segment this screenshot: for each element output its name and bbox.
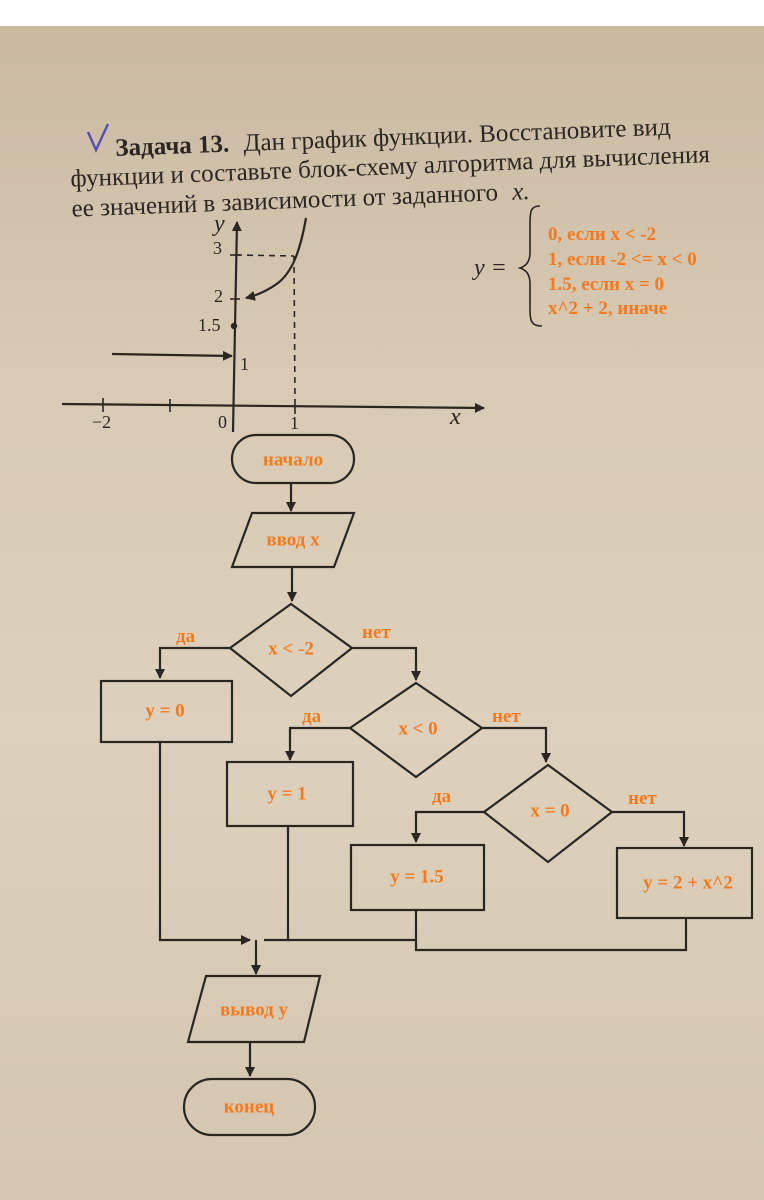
decision-3-yes: да: [432, 786, 452, 807]
decision-3-label: x = 0: [530, 800, 569, 821]
assign-block-3: [349, 843, 486, 912]
problem-title: Задача 13.: [115, 131, 230, 162]
decision-3-no: нет: [628, 788, 657, 809]
start-label: начало: [263, 449, 323, 470]
graph-branch-y1: [111, 350, 233, 361]
formula-lhs: y =: [472, 255, 507, 281]
end-label: конец: [224, 1096, 275, 1117]
check-mark-icon: [86, 123, 110, 153]
output-block: [186, 974, 322, 1044]
x-tick-minus2: −2: [92, 412, 111, 432]
assign-block-4: [615, 846, 754, 920]
arrow-d2-yes: [285, 726, 350, 761]
dashed-line-x1: [293, 255, 296, 403]
x-axis-label: x: [449, 404, 461, 430]
merge-line-1: [158, 742, 251, 945]
formula-case-3: 1.5, если x = 0: [548, 274, 664, 295]
x-tick-0: 0: [218, 412, 227, 432]
y-tick-1: 1: [240, 354, 249, 374]
decision-2: [348, 681, 484, 779]
problem-var-x: x.: [511, 178, 530, 206]
merge-line-2: [264, 826, 290, 942]
formula-case-2: 1, если -2 <= x < 0: [548, 249, 697, 270]
piecewise-formula: y = 0, если x < -2 1, если -2 <= x < 0 1…: [472, 205, 697, 327]
end-terminator: [182, 1077, 317, 1137]
flowchart: начало ввод x x < -2 да нет y = 0 x < 0 …: [99, 433, 754, 1137]
output-label: вывод y: [220, 999, 289, 1020]
arrow-d1-yes: [155, 646, 230, 679]
y-tick-1-5: 1.5: [198, 315, 221, 335]
graph-point-1-5: [230, 322, 238, 330]
decision-3: [482, 763, 614, 864]
decision-2-label: x < 0: [398, 718, 437, 739]
arrow-d3-no: [612, 810, 689, 847]
problem-statement: Задача 13. Дан график функции. Восстанов…: [70, 114, 711, 223]
arrow-d2-no: [482, 726, 551, 763]
arrow-d1-no: [352, 646, 421, 681]
assign-4-label: y = 2 + x^2: [643, 872, 733, 893]
merge-line-4: [414, 918, 688, 952]
formula-case-4: x^2 + 2, иначе: [548, 298, 667, 319]
assign-3-label: y = 1.5: [390, 866, 444, 887]
decision-1-no: нет: [362, 622, 391, 643]
dashed-line-y3: [235, 254, 295, 257]
arrow-d3-yes: [411, 810, 484, 843]
assign-1-label: y = 0: [145, 700, 184, 721]
function-graph: y x 3 2 1.5 1 −2 0 1: [61, 211, 485, 433]
y-tick-3: 3: [213, 238, 222, 258]
assign-block-2: [225, 760, 355, 828]
graph-branch-parabola: [245, 217, 308, 301]
decision-2-yes: да: [302, 706, 322, 727]
merge-line-3: [288, 910, 418, 942]
decision-1-yes: да: [176, 626, 196, 647]
decision-1-label: x < -2: [268, 638, 314, 659]
textbook-page: [0, 26, 764, 1200]
input-block: [230, 511, 356, 569]
y-tick-2: 2: [214, 286, 223, 306]
x-tick-1: 1: [290, 413, 299, 433]
start-terminator: [230, 433, 356, 485]
assign-2-label: y = 1: [267, 783, 306, 804]
formula-brace: [517, 205, 543, 327]
decision-1: [228, 602, 354, 698]
formula-case-1: 0, если x < -2: [548, 224, 656, 245]
decision-2-no: нет: [492, 706, 521, 727]
y-axis-label: y: [212, 211, 225, 237]
x-axis: [61, 402, 485, 413]
input-label: ввод x: [266, 529, 320, 550]
assign-block-1: [99, 679, 234, 744]
